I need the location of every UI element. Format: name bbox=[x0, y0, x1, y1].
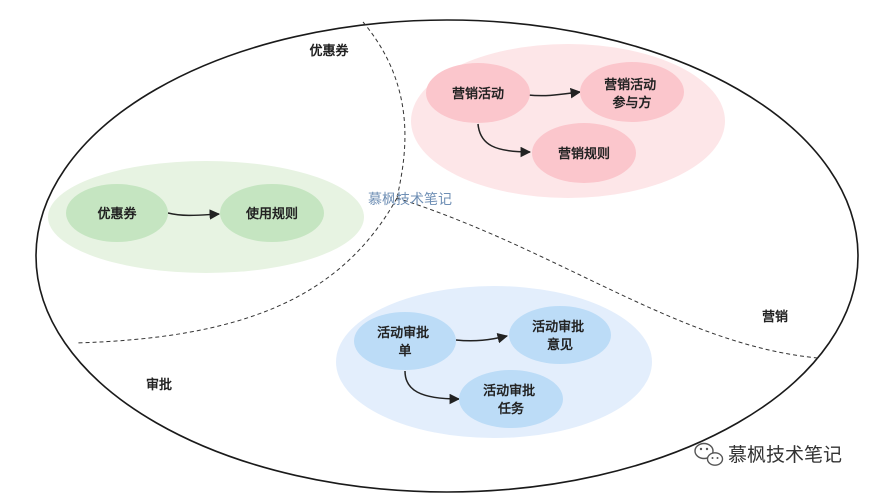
node-approval-task[interactable]: 活动审批 任务 bbox=[459, 370, 563, 428]
node-approval-task-shape bbox=[459, 370, 563, 428]
divider-coupon-approval bbox=[75, 197, 398, 344]
node-activity-participant[interactable]: 营销活动 参与方 bbox=[580, 62, 684, 122]
node-approval-opinion-label-line-1: 活动审批 bbox=[532, 319, 584, 334]
node-approval-task-label-line-2: 任务 bbox=[497, 401, 525, 416]
node-activity-participant-shape bbox=[580, 62, 684, 122]
node-approval-form-label-line-1: 活动审批 bbox=[377, 325, 429, 340]
node-coupon-label: 优惠券 bbox=[97, 206, 137, 221]
edge-form-to-opinion bbox=[455, 333, 509, 344]
watermark-center: 慕枫技术笔记 bbox=[368, 191, 452, 207]
node-usage-rule-label: 使用规则 bbox=[245, 206, 298, 221]
node-marketing-activity-shape bbox=[426, 63, 530, 123]
node-approval-task-label-line-1: 活动审批 bbox=[483, 383, 535, 398]
watermark-corner: 慕枫技术笔记 bbox=[694, 442, 842, 466]
watermark-corner-text: 慕枫技术笔记 bbox=[728, 444, 842, 466]
node-marketing-rule[interactable]: 营销规则 bbox=[532, 123, 636, 183]
svg-text:使用规则: 使用规则 bbox=[245, 206, 298, 221]
node-coupon[interactable]: 优惠券 bbox=[66, 184, 168, 242]
svg-text:活动审批 意见: 活动审批 意见 bbox=[532, 319, 588, 352]
region-label-marketing: 营销 bbox=[762, 309, 788, 324]
edge-activity-to-marketing-rule bbox=[477, 123, 532, 158]
svg-text:优惠券: 优惠券 bbox=[97, 206, 137, 221]
node-approval-form-label-line-2: 单 bbox=[398, 343, 411, 358]
svg-text:营销规则: 营销规则 bbox=[558, 146, 610, 161]
node-marketing-activity[interactable]: 营销活动 bbox=[426, 63, 530, 123]
region-label-coupon: 优惠券 bbox=[309, 43, 349, 58]
node-approval-opinion[interactable]: 活动审批 意见 bbox=[509, 306, 611, 364]
node-usage-rule[interactable]: 使用规则 bbox=[220, 184, 324, 242]
edge-form-to-task bbox=[404, 370, 461, 405]
node-marketing-activity-label: 营销活动 bbox=[452, 86, 504, 101]
node-approval-form-shape bbox=[354, 312, 456, 370]
edge-coupon-to-usage-rule bbox=[167, 209, 221, 220]
region-label-approval: 审批 bbox=[146, 377, 172, 392]
node-usage-rule-shape bbox=[220, 184, 324, 242]
wechat-icon bbox=[694, 442, 724, 466]
svg-text:活动审批 任务: 活动审批 任务 bbox=[483, 383, 539, 416]
node-approval-form[interactable]: 活动审批 单 bbox=[354, 312, 456, 370]
svg-text:营销活动 参与方: 营销活动 参与方 bbox=[604, 77, 660, 110]
node-approval-opinion-label-line-2: 意见 bbox=[547, 337, 573, 352]
divider-coupon-marketing bbox=[362, 21, 406, 199]
node-marketing-rule-shape bbox=[532, 123, 636, 183]
outer-boundary-ellipse bbox=[35, 19, 859, 493]
edge-activity-to-participant bbox=[527, 87, 582, 99]
node-coupon-shape bbox=[66, 184, 168, 242]
divider-marketing-approval bbox=[396, 197, 819, 359]
node-activity-participant-label-line-2: 参与方 bbox=[612, 95, 651, 110]
node-marketing-rule-label: 营销规则 bbox=[558, 146, 610, 161]
node-approval-opinion-shape bbox=[509, 306, 611, 364]
svg-text:营销活动: 营销活动 bbox=[452, 86, 504, 101]
edges bbox=[167, 87, 582, 405]
svg-text:活动审批 单: 活动审批 单 bbox=[377, 325, 433, 358]
node-activity-participant-label-line-1: 营销活动 bbox=[604, 77, 656, 92]
